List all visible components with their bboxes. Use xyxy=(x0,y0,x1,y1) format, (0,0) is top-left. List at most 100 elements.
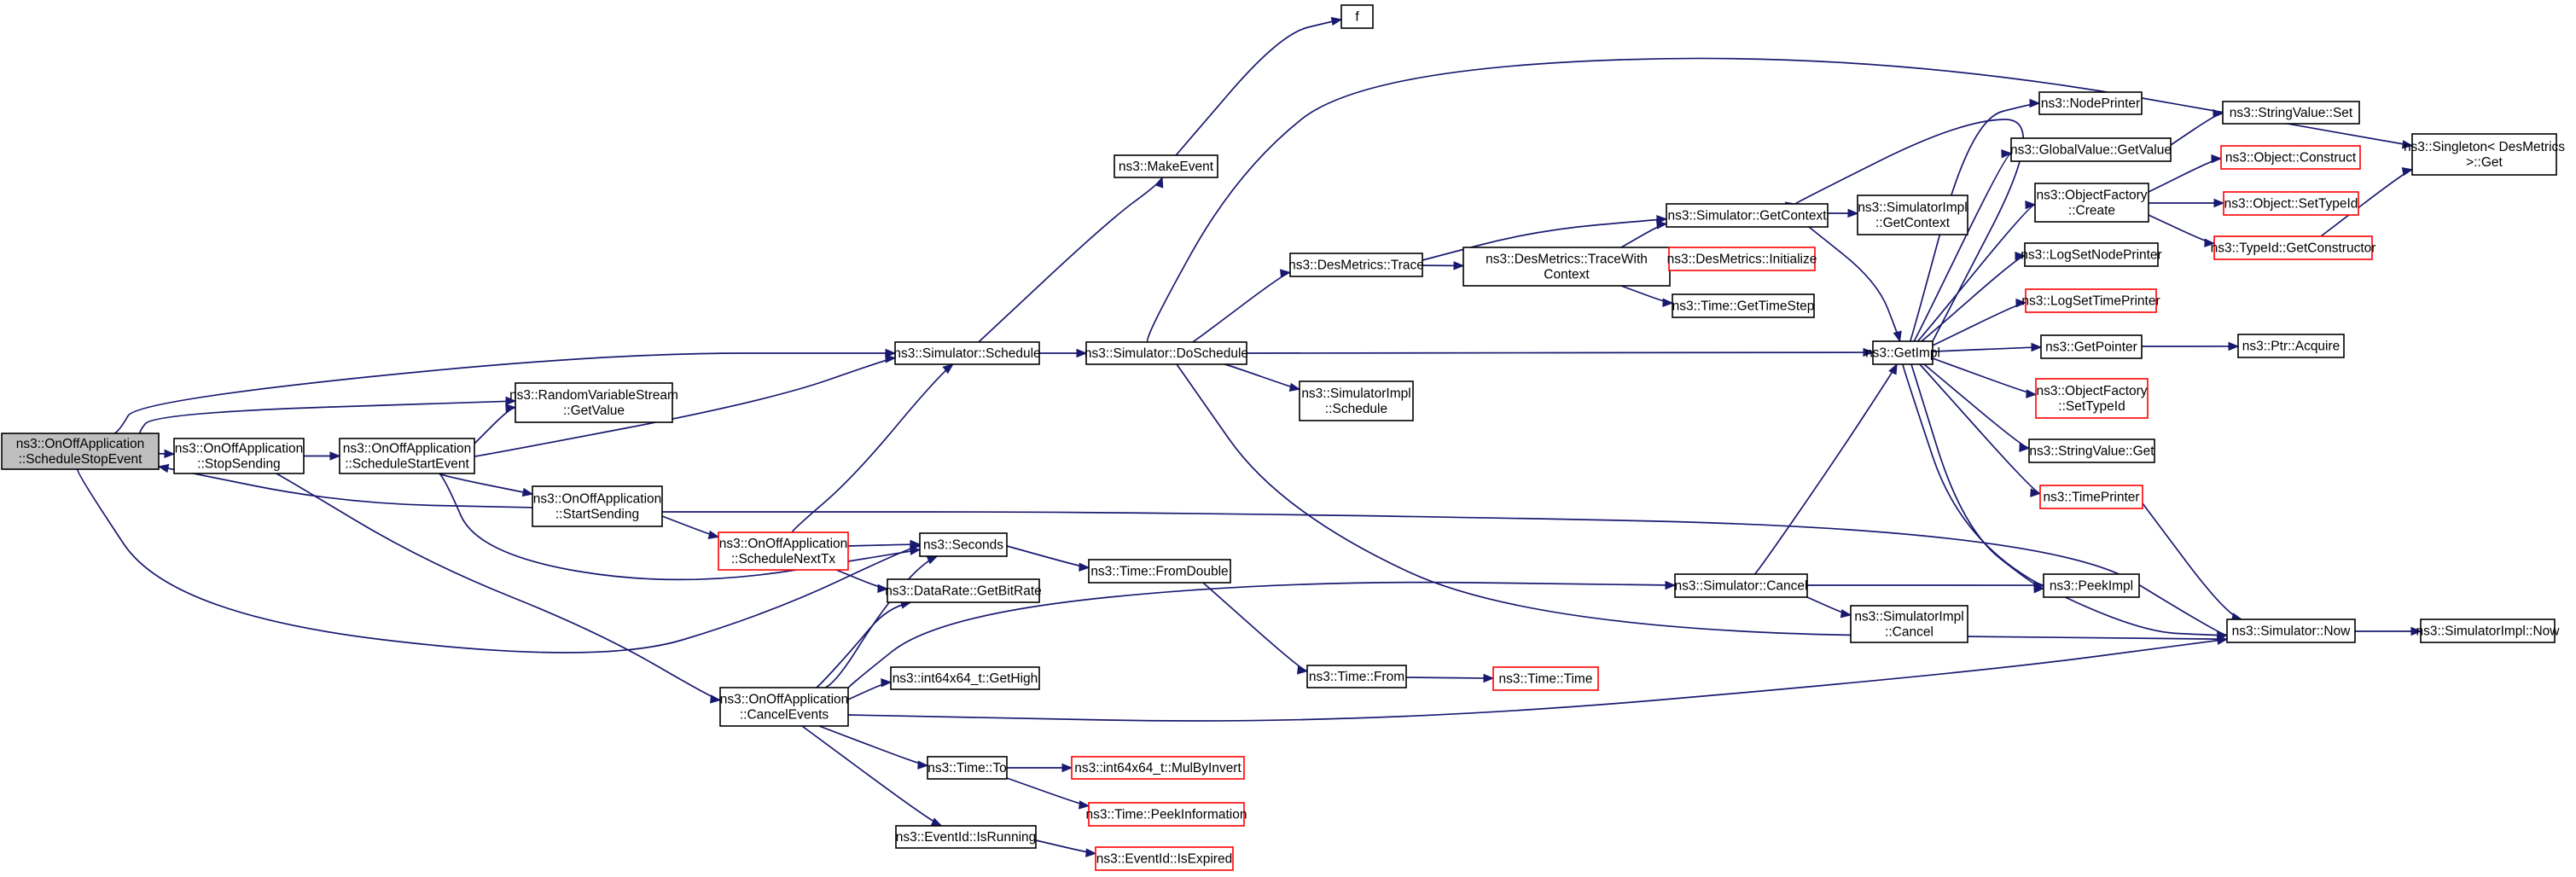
node-label: ns3::NodePrinter xyxy=(2041,96,2140,111)
node-box xyxy=(2222,101,2360,125)
node-nodeprinter[interactable]: ns3::NodePrinter xyxy=(2038,91,2143,115)
edge-getimpl-to-nodeprinter xyxy=(1909,102,2040,342)
arrowhead xyxy=(2015,251,2026,261)
node-getimpl[interactable]: ns3::GetImpl xyxy=(1865,340,1940,365)
node-label: ::ScheduleNextTx xyxy=(731,552,836,566)
arrowhead xyxy=(2211,154,2223,164)
arrowhead xyxy=(157,463,170,473)
arrowhead xyxy=(917,760,929,770)
node-label: ::StopSending xyxy=(197,457,280,472)
node-box xyxy=(2411,133,2557,176)
node-makeevent[interactable]: ns3::MakeEvent xyxy=(1114,154,1218,178)
node-rvs[interactable]: ns3::RandomVariableStream::GetValue xyxy=(509,382,678,423)
node-peekinfo[interactable]: ns3::Time::PeekInformation xyxy=(1086,802,1247,827)
node-getcontext[interactable]: ns3::Simulator::GetContext xyxy=(1666,203,1829,228)
node-f[interactable]: f xyxy=(1340,4,1374,29)
node-mulbyinvert[interactable]: ns3::int64x64_t::MulByInvert xyxy=(1071,756,1245,780)
node-box xyxy=(2028,438,2155,463)
node-box xyxy=(1,433,160,470)
node-objsettype[interactable]: ns3::Object::SetTypeId xyxy=(2223,191,2359,216)
node-cancelevents[interactable]: ns3::OnOffApplication::CancelEvents xyxy=(719,687,849,727)
node-peekimpl[interactable]: ns3::PeekImpl xyxy=(2043,573,2140,598)
edge-getcontext-to-getimpl xyxy=(1808,226,1901,342)
node-gethigh[interactable]: ns3::int64x64_t::GetHigh xyxy=(890,666,1040,690)
node-label: ns3::OnOffApplication xyxy=(719,537,848,551)
arrowhead xyxy=(710,694,722,704)
arrowhead xyxy=(2033,584,2045,594)
edge-globalvalue-to-strvalset xyxy=(2170,113,2224,146)
node-implgetcontext[interactable]: ns3::SimulatorImpl::GetContext xyxy=(1857,195,1968,235)
edge-simcancel-to-getimpl xyxy=(1753,363,1898,575)
node-timestep[interactable]: ns3::Time::GetTimeStep xyxy=(1672,293,1815,318)
node-simnow[interactable]: ns3::Simulator::Now xyxy=(2226,619,2356,643)
node-timeto[interactable]: ns3::Time::To xyxy=(927,756,1008,780)
node-nexttx[interactable]: ns3::OnOffApplication::ScheduleNextTx xyxy=(718,531,849,571)
arrowhead xyxy=(942,363,954,375)
node-box xyxy=(1672,293,1815,318)
node-startsending[interactable]: ns3::OnOffApplication::StartSending xyxy=(532,485,663,527)
node-seconds[interactable]: ns3::Seconds xyxy=(919,532,1008,557)
node-bitrate[interactable]: ns3::DataRate::GetBitRate xyxy=(885,578,1042,603)
node-label: ns3::Ptr::Acquire xyxy=(2242,340,2340,354)
node-stopsending[interactable]: ns3::OnOffApplication::StopSending xyxy=(173,438,305,474)
node-schedstart[interactable]: ns3::OnOffApplication::ScheduleStartEven… xyxy=(339,438,475,474)
node-box xyxy=(2223,191,2359,216)
edge-nexttx-to-seconds xyxy=(847,543,921,547)
edge-timeto-to-peekinfo xyxy=(1006,777,1090,807)
node-implschedule[interactable]: ns3::SimulatorImpl::Schedule xyxy=(1299,380,1414,421)
node-objfactsettype[interactable]: ns3::ObjectFactory::SetTypeId xyxy=(2035,378,2149,419)
arrowhead xyxy=(2031,342,2043,352)
node-label: ::ScheduleStopEvent xyxy=(19,452,142,467)
arrowhead xyxy=(2204,238,2216,247)
edge-cancelevents-to-seconds xyxy=(824,555,938,688)
node-implcancel[interactable]: ns3::SimulatorImpl::Cancel xyxy=(1850,605,1968,643)
edge-getimpl-to-simnow xyxy=(1902,363,2228,636)
node-label: ns3::ObjectFactory xyxy=(2036,384,2147,398)
node-objfactcreate[interactable]: ns3::ObjectFactory::Create xyxy=(2034,183,2149,223)
node-globalvalue[interactable]: ns3::GlobalValue::GetValue xyxy=(2010,137,2172,162)
node-stopevent[interactable]: ns3::OnOffApplication::ScheduleStopEvent xyxy=(1,433,160,470)
edge-cancelevents-to-simnow xyxy=(847,638,2228,722)
node-timefrom[interactable]: ns3::Time::From xyxy=(1306,665,1407,688)
node-schedule[interactable]: ns3::Simulator::Schedule xyxy=(893,341,1041,365)
node-ptracquire[interactable]: ns3::Ptr::Acquire xyxy=(2237,334,2345,358)
node-objconstruct[interactable]: ns3::Object::Construct xyxy=(2220,145,2361,170)
arrowhead xyxy=(2410,626,2422,636)
node-box xyxy=(2040,334,2143,359)
arrowhead xyxy=(881,678,893,688)
node-label: ns3::DesMetrics::Trace xyxy=(1288,258,1424,273)
node-strvalget[interactable]: ns3::StringValue::Get xyxy=(2028,438,2155,463)
node-logtimeprinter[interactable]: ns3::LogSetTimePrinter xyxy=(2021,288,2160,313)
node-desinit[interactable]: ns3::DesMetrics::Initialize xyxy=(1667,247,1817,271)
node-implnow[interactable]: ns3::SimulatorImpl::Now xyxy=(2416,619,2561,643)
node-label: ns3::EventId::IsExpired xyxy=(1096,852,1232,867)
node-isrunning[interactable]: ns3::EventId::IsRunning xyxy=(895,825,1037,849)
node-label: ns3::DataRate::GetBitRate xyxy=(885,584,1042,599)
node-label: ::Cancel xyxy=(1885,625,1933,640)
edge-doschedule-to-simnow xyxy=(1176,363,2228,641)
node-label: ns3::StringValue::Get xyxy=(2029,444,2154,459)
node-doschedule[interactable]: ns3::Simulator::DoSchedule xyxy=(1084,341,1248,365)
node-label: ns3::StringValue::Set xyxy=(2230,106,2353,120)
node-box xyxy=(1857,195,1968,235)
node-getconstructor[interactable]: ns3::TypeId::GetConstructor xyxy=(2211,235,2376,260)
edge-cancelevents-to-isrunning xyxy=(801,725,942,827)
node-timetime[interactable]: ns3::Time::Time xyxy=(1492,666,1599,691)
node-box xyxy=(339,438,475,474)
node-strvalset[interactable]: ns3::StringValue::Set xyxy=(2222,101,2360,125)
node-isexpired[interactable]: ns3::EventId::IsExpired xyxy=(1095,846,1234,871)
edge-doschedule-to-singleton xyxy=(1146,57,2413,343)
node-timeprinter[interactable]: ns3::TimePrinter xyxy=(2039,485,2143,509)
edge-getimpl-to-lognodeprinter xyxy=(1921,255,2026,342)
node-label: ::GetValue xyxy=(563,404,625,418)
node-simcancel[interactable]: ns3::Simulator::Cancel xyxy=(1674,573,1808,598)
node-fromdouble[interactable]: ns3::Time::FromDouble xyxy=(1088,559,1231,584)
node-lognodeprinter[interactable]: ns3::LogSetNodePrinter xyxy=(2021,242,2162,267)
node-destrace[interactable]: ns3::DesMetrics::Trace xyxy=(1288,253,1424,277)
node-getpointer[interactable]: ns3::GetPointer xyxy=(2040,334,2143,359)
arrowhead xyxy=(1656,220,1668,229)
node-singleton[interactable]: ns3::Singleton< DesMetrics >::Get xyxy=(2404,133,2565,176)
edge-getimpl-to-objfactcreate xyxy=(1916,203,2036,342)
